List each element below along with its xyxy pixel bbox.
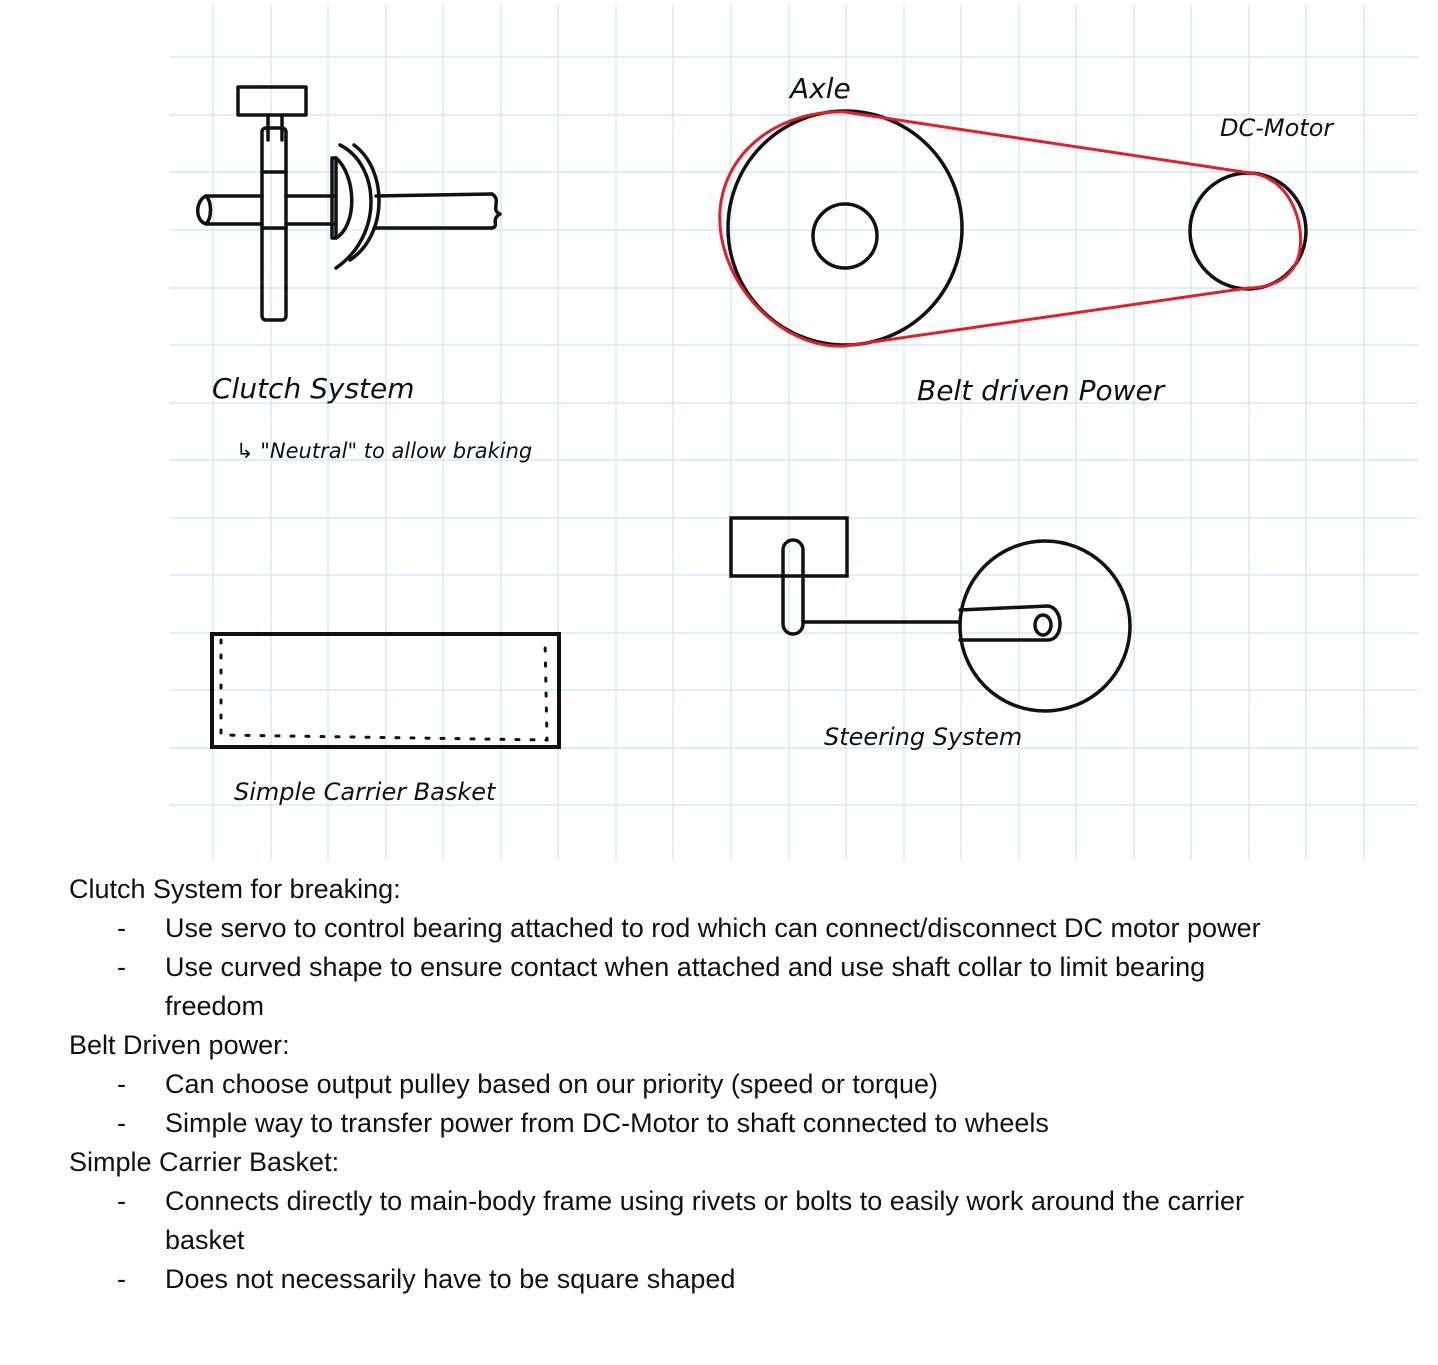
steering-title: Steering System — [824, 723, 1022, 751]
left-shaft — [204, 194, 264, 226]
bullet-text: Does not necessarily have to be square s… — [165, 1264, 736, 1294]
bullet-text: Connects directly to main-body frame usi… — [165, 1186, 1244, 1255]
clutch-lever — [260, 126, 288, 322]
axle-hub — [811, 202, 879, 270]
crank-pin — [1033, 613, 1053, 637]
list-item: - Use curved shape to ensure contact when… — [69, 948, 1399, 1026]
dash-marker: - — [117, 952, 126, 982]
bullet-list-belt: - Can choose output pulley based on our p… — [69, 1065, 1399, 1143]
bullet-text: Use curved shape to ensure contact when … — [165, 952, 1206, 1021]
dash-marker: - — [117, 1264, 126, 1294]
dash-marker: - — [117, 913, 126, 943]
steering-crank — [958, 604, 1062, 642]
notes-section: Clutch System for breaking: - Use servo t… — [69, 870, 1399, 1299]
basket-drawing — [210, 632, 561, 749]
section-title-basket: Simple Carrier Basket: — [69, 1147, 340, 1177]
steering-arm — [781, 538, 805, 636]
belt-drawing — [718, 109, 1308, 348]
dash-marker: - — [117, 1186, 126, 1216]
steering-wheel-disc — [958, 539, 1132, 713]
drive-belt — [718, 110, 1303, 348]
clutch-plate — [330, 156, 338, 240]
servo-block — [236, 85, 308, 117]
axle-label: Axle — [788, 72, 851, 105]
left-shaft-end — [196, 194, 213, 226]
bullet-text: Can choose output pulley based on our pr… — [165, 1069, 938, 1099]
sketch-area: Clutch System ↳ "Neutral" to allow braki… — [170, 5, 1418, 860]
bullet-list-clutch: - Use servo to control bearing attached t… — [69, 909, 1399, 1026]
clutch-drawing — [196, 85, 502, 322]
clutch-curve — [334, 143, 373, 270]
belt-title: Belt driven Power — [917, 374, 1166, 407]
bullet-text: Simple way to transfer power from DC-Mot… — [165, 1108, 1049, 1138]
basket-outline — [210, 632, 561, 749]
dash-marker: - — [117, 1108, 126, 1138]
section-title-belt: Belt Driven power: — [69, 1030, 290, 1060]
list-item: - Use servo to control bearing attached t… — [69, 909, 1399, 948]
right-shaft-end — [490, 192, 502, 230]
engineering-sketch: Clutch System ↳ "Neutral" to allow braki… — [170, 5, 1418, 860]
basket-inner-dotted — [219, 638, 549, 742]
basket-title: Simple Carrier Basket — [234, 778, 497, 806]
axle-pulley — [726, 109, 964, 347]
list-item: - Can choose output pulley based on our p… — [69, 1065, 1399, 1104]
list-item: - Does not necessarily have to be square … — [69, 1260, 1399, 1299]
list-item: - Simple way to transfer power from DC-Mo… — [69, 1104, 1399, 1143]
clutch-disc — [334, 156, 354, 240]
steering-drawing — [729, 516, 1132, 713]
clutch-note: ↳ "Neutral" to allow braking — [236, 439, 532, 463]
clutch-title: Clutch System — [212, 372, 415, 405]
list-item: - Connects directly to main-body frame us… — [69, 1182, 1399, 1260]
steering-servo — [729, 516, 849, 578]
dc-motor-label: DC-Motor — [1220, 114, 1335, 142]
dash-marker: - — [117, 1069, 126, 1099]
right-shaft — [372, 192, 494, 230]
bullet-text: Use servo to control bearing attached to… — [165, 913, 1261, 943]
section-title-clutch: Clutch System for breaking: — [69, 874, 401, 904]
bullet-list-basket: - Connects directly to main-body frame us… — [69, 1182, 1399, 1299]
